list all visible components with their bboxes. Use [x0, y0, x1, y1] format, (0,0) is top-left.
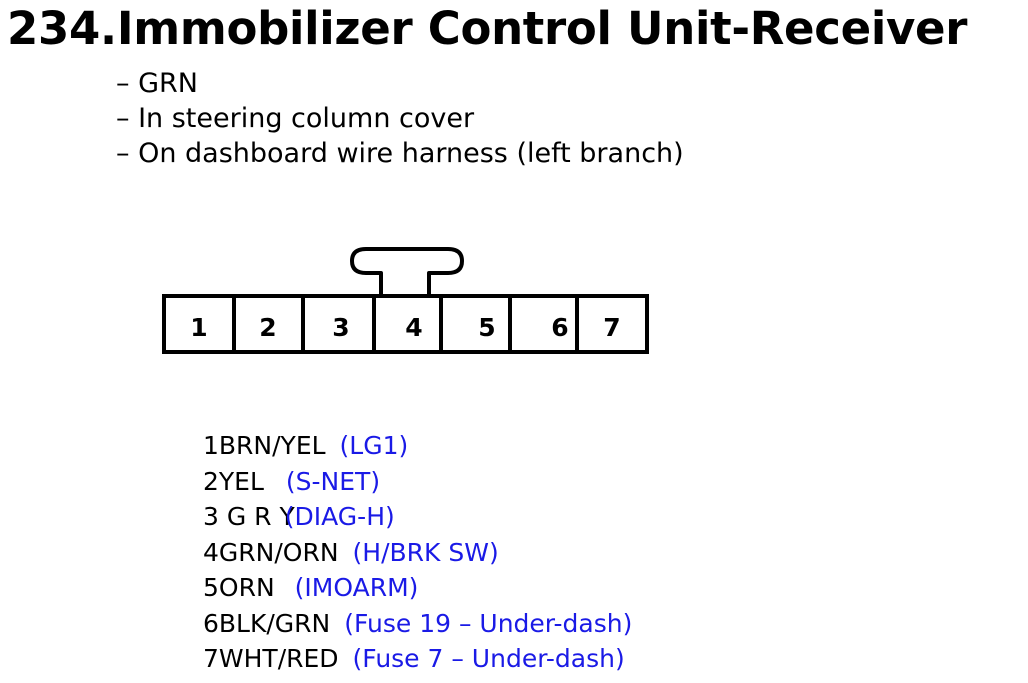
pin-row-7: 7WHT/RED (Fuse 7 – Under-dash)	[203, 641, 632, 677]
wire-color: 3 G R Y	[203, 502, 295, 531]
pin-number-7: 7	[603, 313, 620, 342]
circuit-name: (LG1)	[339, 431, 409, 460]
wire-color: 1BRN/YEL	[203, 431, 326, 460]
page-title: 234.Immobilizer Control Unit-Receiver	[7, 2, 968, 55]
circuit-name: (DIAG-H)	[284, 502, 395, 531]
wire-color: 7WHT/RED	[203, 644, 339, 673]
connector-lock-tab	[350, 247, 464, 296]
pin-number-4: 4	[405, 313, 422, 342]
wire-color: 5ORN	[203, 573, 275, 602]
wire-color: 6BLK/GRN	[203, 608, 331, 638]
pin-number-6: 6	[551, 313, 568, 342]
connector-body	[162, 294, 649, 354]
circuit-name: (H/BRK SW)	[352, 537, 499, 567]
pin-row-2: 2YEL (S-NET)	[203, 464, 632, 500]
pin-row-5: 5ORN (IMOARM)	[203, 570, 632, 606]
pin-number-3: 3	[332, 313, 349, 342]
pin-row-4: 4GRN/ORN (H/BRK SW)	[203, 535, 632, 571]
pin-number-1: 1	[190, 313, 207, 342]
wire-color: 2YEL	[203, 466, 264, 496]
circuit-name: (Fuse 7 – Under-dash)	[352, 644, 625, 673]
detail-location: – In steering column cover	[116, 103, 475, 134]
pin-row-6: 6BLK/GRN (Fuse 19 – Under-dash)	[203, 606, 632, 642]
pin-number-5: 5	[478, 313, 495, 342]
detail-color: – GRN	[116, 68, 198, 99]
pin-row-3: 3 G R Y(DIAG-H)	[203, 499, 632, 535]
detail-harness: – On dashboard wire harness (left branch…	[116, 138, 684, 169]
pin-row-1: 1BRN/YEL (LG1)	[203, 428, 632, 464]
circuit-name: (Fuse 19 – Under-dash)	[344, 608, 633, 638]
circuit-name: (IMOARM)	[294, 573, 419, 602]
connector-details: – GRN – In steering column cover – On da…	[116, 66, 684, 171]
wire-color: 4GRN/ORN	[203, 537, 339, 567]
pin-list: 1BRN/YEL (LG1) 2YEL (S-NET) 3 G R Y(DIAG-H…	[203, 428, 632, 677]
pin-number-2: 2	[259, 313, 276, 342]
circuit-name: (S-NET)	[285, 466, 381, 496]
